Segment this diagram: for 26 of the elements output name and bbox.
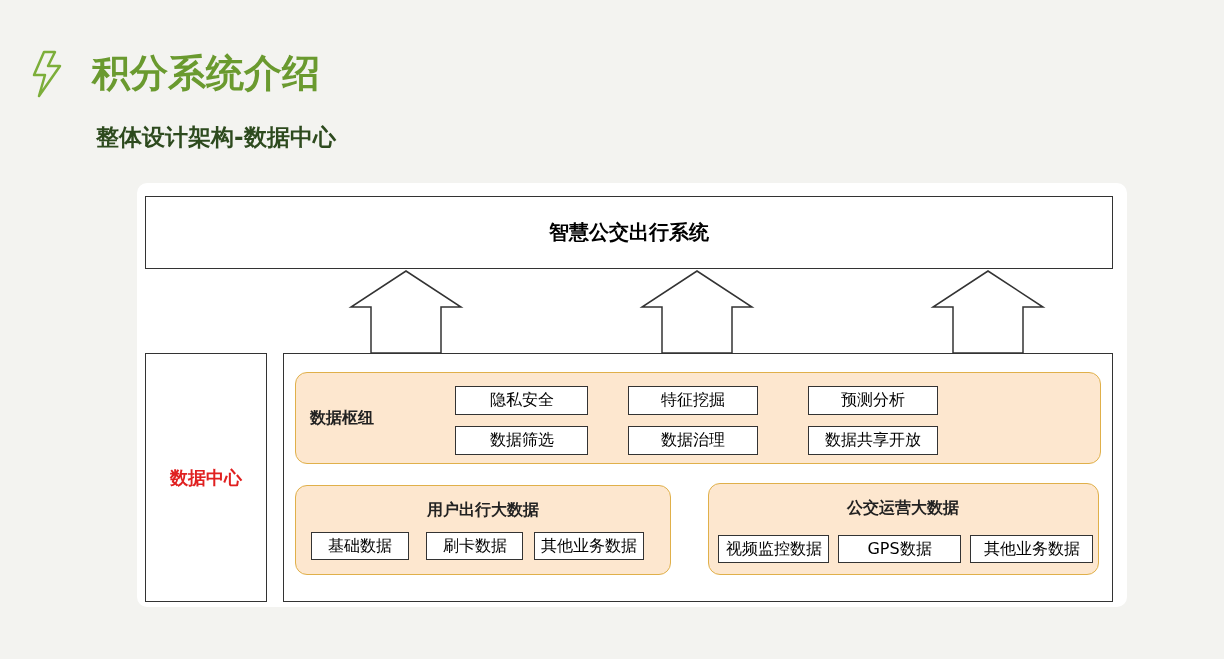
data-box: GPS数据 [838,535,961,563]
block-arrow [930,270,1046,354]
data-box: 数据共享开放 [808,426,938,455]
data-box: 刷卡数据 [426,532,523,560]
subtitle: 整体设计架构-数据中心 [96,123,336,152]
hub-band [294,371,1101,464]
data-box: 预测分析 [808,386,938,415]
block-arrow [639,270,755,354]
group-heading: 数据枢纽 [309,407,374,428]
data-box: 特征挖掘 [628,386,758,415]
data-box: 基础数据 [311,532,409,560]
data-box: 其他业务数据 [534,532,644,560]
group-heading: 公交运营大数据 [847,497,959,519]
container-box [283,353,1113,602]
system-box: 智慧公交出行系统 [145,196,1113,269]
data-box: 数据筛选 [455,426,588,455]
group-heading: 用户出行大数据 [426,499,539,521]
data-box: 视频监控数据 [718,535,829,563]
data-box: 隐私安全 [455,386,588,415]
group-band [707,482,1099,575]
data-center-box: 数据中心 [145,353,267,602]
block-arrow [348,270,464,354]
group-band [294,484,671,575]
title: 积分系统介绍 [92,50,320,97]
data-box: 其他业务数据 [970,535,1093,563]
data-box: 数据治理 [628,426,758,455]
